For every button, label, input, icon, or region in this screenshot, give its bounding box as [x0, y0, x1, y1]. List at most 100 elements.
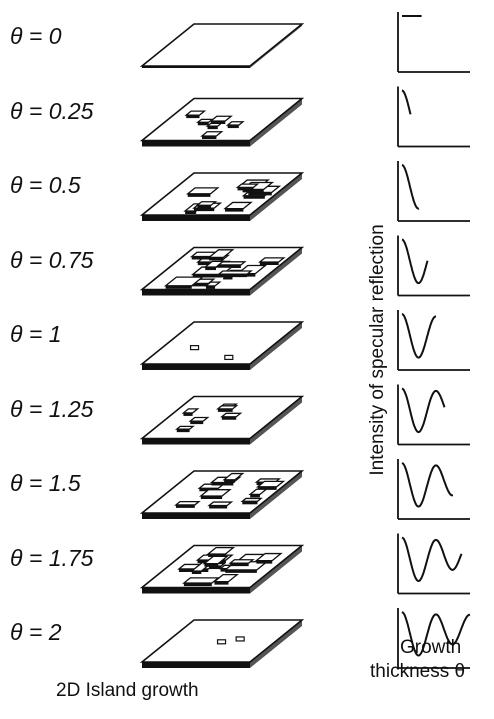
plate-front-edge — [142, 364, 250, 370]
island-edge — [227, 125, 239, 129]
island — [216, 405, 239, 410]
plate-front-edge — [142, 438, 250, 445]
island — [206, 546, 236, 555]
island — [209, 115, 233, 122]
island-edge — [209, 505, 228, 509]
island-edge — [243, 195, 265, 199]
island — [181, 408, 200, 414]
island-edge — [224, 479, 235, 483]
island-edge — [242, 501, 258, 505]
nucleus-island — [216, 639, 227, 645]
island — [184, 110, 207, 116]
plate-top — [139, 23, 305, 67]
y-axis-label: Intensity of specular reflection — [367, 224, 388, 476]
island-edge — [183, 583, 212, 587]
island — [228, 559, 255, 564]
theta-label: θ = 1.75 — [10, 544, 94, 571]
island-edge — [259, 261, 279, 265]
plate-front-edge — [142, 587, 250, 594]
island-edge — [248, 192, 272, 196]
island — [202, 555, 229, 565]
intensity-curve-panel — [397, 384, 470, 446]
plate-side-edge — [250, 471, 302, 519]
theta-label: θ = 1.5 — [10, 470, 81, 496]
island — [203, 260, 225, 268]
island — [220, 412, 243, 418]
intensity-curve-panel — [397, 608, 471, 669]
intensity-curve-panel — [397, 310, 470, 371]
theta-label: θ = 0.5 — [10, 172, 81, 198]
island-edge — [200, 495, 223, 499]
island-edge — [209, 257, 224, 261]
theta-label: θ = 2 — [10, 619, 62, 645]
intensity-curve — [401, 164, 420, 210]
intensity-curve — [401, 462, 454, 508]
intensity-curve — [401, 536, 463, 583]
theta-label: θ = 0 — [10, 23, 62, 49]
island — [254, 552, 283, 562]
nucleus-island — [224, 354, 234, 361]
island-edge — [208, 566, 222, 570]
intensity-curve — [401, 387, 446, 434]
intensity-curve-panel — [397, 235, 470, 297]
island — [235, 183, 260, 188]
plate-front-edge — [142, 289, 250, 296]
nucleus-island — [235, 636, 245, 642]
theta-label: θ = 1 — [10, 321, 62, 347]
island-edge — [217, 408, 233, 412]
island — [223, 201, 253, 210]
island-edge — [221, 416, 237, 420]
island — [240, 497, 263, 502]
island-edge — [165, 285, 192, 289]
surface-plate — [139, 619, 305, 668]
island — [174, 500, 201, 506]
intensity-curve — [401, 611, 471, 657]
plate-side-edge — [250, 620, 302, 668]
island — [255, 480, 286, 488]
theta-label: θ = 1.25 — [10, 395, 94, 422]
intensity-curve-panel — [397, 161, 470, 222]
surface-plate — [139, 395, 305, 445]
intensity-curve — [401, 313, 437, 359]
island-edge — [205, 285, 216, 289]
island-edge — [207, 126, 218, 130]
island-edge — [204, 563, 219, 567]
island — [257, 257, 286, 263]
plate-side-edge — [250, 545, 302, 594]
plate-side-edge — [250, 98, 302, 147]
plate-front-edge — [142, 215, 250, 221]
island-edge — [191, 570, 202, 574]
island-edge — [175, 504, 195, 508]
intensity-curve-panel — [397, 533, 470, 595]
surface-plate — [139, 172, 305, 221]
intensity-curve-panel — [397, 12, 470, 73]
island-edge — [230, 563, 249, 567]
intensity-curve-panel — [397, 86, 470, 148]
island-edge — [237, 187, 254, 191]
island-edge — [193, 208, 215, 212]
island — [207, 501, 234, 507]
island — [207, 249, 235, 259]
island — [248, 488, 269, 496]
island — [200, 131, 224, 137]
island-edge — [218, 274, 248, 278]
island — [185, 187, 220, 195]
intensity-curve-panel — [397, 459, 470, 520]
island-edge — [250, 494, 260, 498]
island-edge — [183, 412, 193, 416]
island-edge — [197, 205, 212, 209]
surface-plate — [139, 97, 305, 147]
intensity-curve — [401, 238, 429, 285]
island-edge — [223, 276, 233, 280]
island-edge — [225, 569, 257, 573]
surface-plate — [139, 544, 305, 594]
island-edge — [256, 560, 273, 564]
island-edge — [205, 267, 217, 271]
surface-plate — [139, 23, 305, 68]
plate-front-edge — [142, 513, 250, 519]
nucleus-island — [189, 345, 200, 351]
plate-front-edge — [142, 140, 250, 147]
